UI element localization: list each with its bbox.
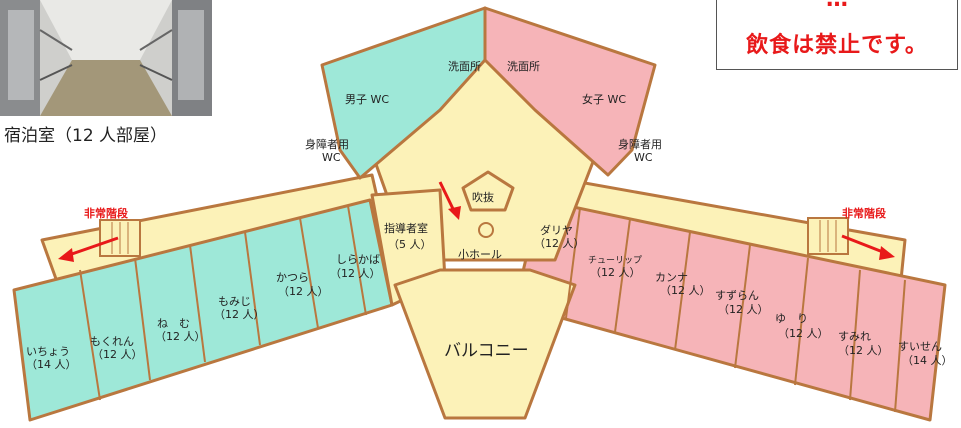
girls-wc-label: 女子 WC: [582, 92, 626, 106]
small-hall-label: 小ホール: [458, 248, 502, 261]
balcony: [393, 268, 577, 420]
exit-right-label: 非常階段: [842, 206, 886, 220]
stairs-right: [807, 217, 849, 255]
room-katsura-name: かつら: [276, 271, 309, 284]
room-sumire-cap: （12 人）: [838, 344, 889, 357]
wash-right-label: 洗面所: [507, 60, 540, 73]
girls-area: [483, 6, 657, 177]
room-shirakaba-name: しらかば: [336, 253, 380, 266]
room-katsura-cap: （12 人）: [278, 285, 329, 298]
atrium: [461, 170, 515, 212]
notice-line-1: …: [717, 0, 957, 12]
room-tulip-name: チューリップ: [588, 255, 642, 266]
room-sumire-name: すみれ: [838, 330, 871, 343]
room-suzuran-name: すずらん: [715, 289, 759, 302]
room-kanna-name: カンナ: [655, 271, 688, 284]
room-dahlia-cap: （12 人）: [534, 237, 585, 250]
room-nemu-name: ね む: [157, 317, 190, 330]
leader-room-label-2: （5 人）: [388, 238, 432, 251]
room-yuri-cap: （12 人）: [778, 327, 829, 340]
small-hall-marker: [478, 222, 494, 238]
acc-wc-right-label-1: 身障者用: [618, 137, 662, 151]
room-shirakaba-cap: （12 人）: [330, 267, 381, 280]
photo-caption: 宿泊室（12 人部屋）: [4, 126, 168, 146]
room-momiji-name: もみじ: [218, 295, 251, 308]
boys-wc-label: 男子 WC: [345, 93, 389, 106]
room-mokuren-cap: （12 人）: [92, 348, 143, 361]
acc-wc-left-label-2: WC: [322, 151, 341, 164]
room-dahlia-name: ダリヤ: [540, 223, 573, 237]
stairs-left: [99, 219, 141, 257]
room-momiji-cap: （12 人）: [214, 308, 265, 321]
atrium-label: 吹抜: [472, 190, 494, 204]
exit-arrow-right: [841, 234, 895, 260]
dorm-room-photo: [0, 0, 212, 116]
room-yuri-name: ゆ り: [775, 312, 808, 325]
room-nemu-cap: （12 人）: [155, 330, 206, 343]
room-suisen-name: すいせん: [898, 340, 942, 353]
room-suzuran-cap: （12 人）: [718, 303, 769, 316]
leader-room-label-1: 指導者室: [384, 221, 428, 235]
room-kanna-cap: （12 人）: [660, 284, 711, 297]
entrance-arrow: [438, 181, 461, 220]
left-room-dividers: [79, 205, 367, 401]
notice-box: … 飲食は禁止です。: [716, 0, 958, 70]
acc-wc-right-label-2: WC: [634, 151, 653, 164]
room-mokuren-name: もくれん: [90, 335, 134, 348]
exit-left-label: 非常階段: [84, 206, 128, 220]
room-suisen-cap: （14 人）: [902, 354, 953, 367]
room-ichou-name: いちょう: [26, 345, 70, 358]
wash-left-label: 洗面所: [448, 60, 481, 73]
balcony-label: バルコニー: [444, 341, 529, 361]
exit-arrow-left: [58, 236, 119, 262]
right-room-dividers: [565, 207, 906, 413]
notice-line-2: 飲食は禁止です。: [746, 33, 928, 58]
acc-wc-left-label-1: 身障者用: [305, 137, 349, 151]
room-tulip-cap: （12 人）: [590, 266, 641, 279]
room-ichou-cap: （14 人）: [26, 358, 77, 371]
